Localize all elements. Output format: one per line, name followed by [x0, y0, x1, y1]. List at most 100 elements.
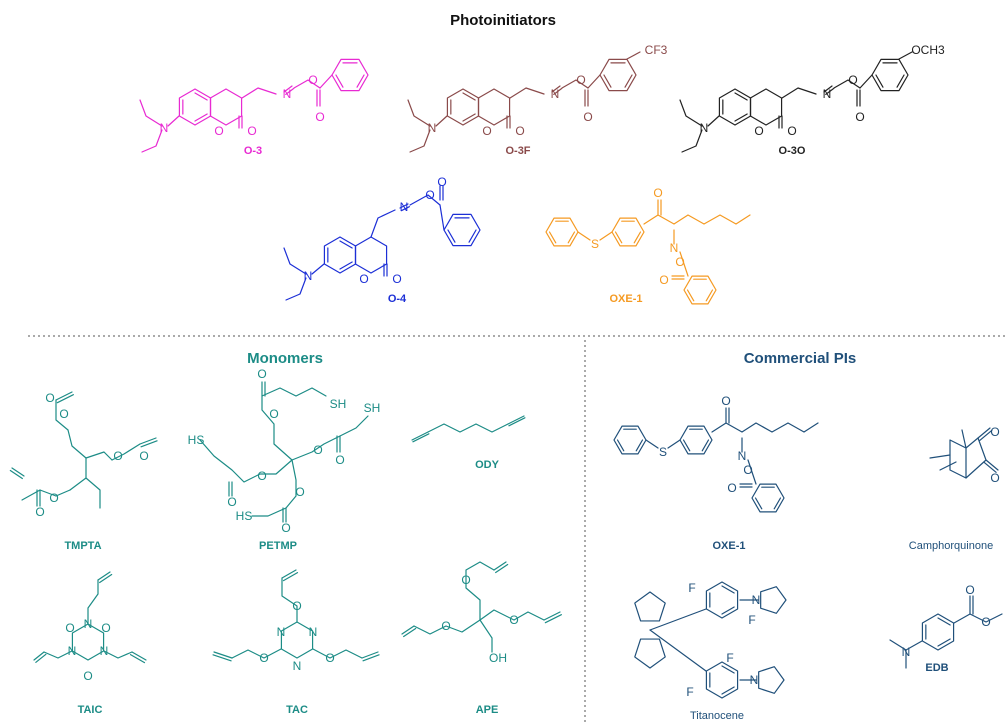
- atom-label: O: [990, 471, 999, 485]
- double-bond: [140, 440, 158, 448]
- atom-label: O: [754, 124, 763, 138]
- atom-label: N: [100, 644, 109, 658]
- atom-label: N: [309, 625, 318, 639]
- atom-label: O: [315, 110, 324, 124]
- atom-label: N: [750, 673, 759, 687]
- bond: [479, 619, 493, 653]
- aromatic-bond: [701, 439, 710, 452]
- atom-label: O: [855, 110, 864, 124]
- bond: [413, 619, 481, 635]
- atom-label: O: [281, 521, 290, 535]
- double-bond: [212, 654, 232, 662]
- atom-label: N: [68, 644, 77, 658]
- aromatic-bond: [937, 617, 951, 626]
- atom-label: N: [902, 645, 911, 659]
- aromatic-bond: [754, 497, 763, 510]
- atom-label: OCH3: [911, 43, 945, 57]
- bond: [251, 459, 297, 517]
- atom-label: O: [392, 272, 401, 286]
- bond: [561, 79, 589, 89]
- atom-label: S: [591, 237, 599, 251]
- bond: [69, 457, 87, 491]
- pyrrole-ring: [634, 638, 666, 669]
- double-bond: [508, 417, 526, 427]
- atom-label: O: [515, 124, 524, 138]
- label-petmp: PETMP: [259, 540, 297, 552]
- bond: [103, 650, 133, 659]
- double-bond: [412, 433, 430, 443]
- atom-label: N: [752, 593, 761, 607]
- bond: [293, 79, 321, 89]
- atom-label: O: [257, 367, 266, 381]
- atom-label: S: [659, 445, 667, 459]
- atom-label: O: [113, 449, 122, 463]
- aromatic-bond: [721, 665, 735, 674]
- atom-label: O: [83, 669, 92, 683]
- atom-label: O: [461, 573, 470, 587]
- atom-label: O: [259, 651, 268, 665]
- double-bond: [544, 614, 562, 624]
- bond: [199, 439, 293, 483]
- bond: [435, 115, 448, 127]
- label-taic: TAIC: [77, 704, 103, 716]
- atom-label: O: [583, 110, 592, 124]
- atom-label: O: [743, 463, 752, 477]
- bond: [543, 611, 561, 621]
- bond: [507, 415, 525, 425]
- bond: [707, 115, 720, 127]
- bond: [465, 561, 495, 621]
- atom-label: O: [101, 621, 110, 635]
- atom-label: N: [738, 449, 747, 463]
- ring: [718, 88, 752, 126]
- bond: [823, 85, 833, 93]
- atom-label: O: [292, 599, 301, 613]
- double-bond: [495, 563, 509, 574]
- bond: [961, 429, 967, 449]
- bond: [231, 648, 282, 659]
- atom-label: F: [748, 613, 755, 627]
- atom-label: N: [293, 659, 302, 673]
- bond: [411, 431, 429, 441]
- atom-label: HS: [236, 509, 253, 523]
- atom-label: CF3: [645, 43, 668, 57]
- bond: [551, 85, 561, 93]
- ring: [871, 58, 909, 92]
- bond: [213, 651, 233, 659]
- atom-label: O: [359, 272, 368, 286]
- double-bond: [979, 429, 993, 441]
- aromatic-bond: [682, 439, 691, 452]
- atom-label: N: [400, 200, 409, 214]
- bond: [409, 194, 441, 206]
- bond: [33, 651, 45, 661]
- ring: [921, 613, 955, 651]
- atom-label: O: [295, 485, 304, 499]
- bond: [781, 87, 817, 99]
- aromatic-bond: [896, 74, 905, 88]
- bond: [599, 231, 613, 241]
- atom-label: F: [726, 651, 733, 665]
- aromatic-bond: [635, 439, 644, 452]
- bond: [281, 577, 298, 623]
- atom-label: O: [325, 651, 334, 665]
- atom-label: N: [84, 617, 93, 631]
- aromatic-bond: [356, 74, 365, 88]
- aromatic-bond: [194, 92, 208, 101]
- section-title-photoinitiators: Photoinitiators: [450, 12, 556, 29]
- bond: [141, 129, 163, 153]
- bond: [87, 579, 99, 625]
- bond: [55, 489, 71, 497]
- structure-edb: NOO: [889, 583, 1003, 669]
- bond: [681, 129, 703, 153]
- ring: [178, 88, 212, 126]
- double-bond: [35, 653, 47, 663]
- atom-label: O: [576, 73, 585, 87]
- ring: [749, 88, 783, 126]
- atom-label: N: [700, 121, 709, 135]
- ring: [751, 483, 785, 513]
